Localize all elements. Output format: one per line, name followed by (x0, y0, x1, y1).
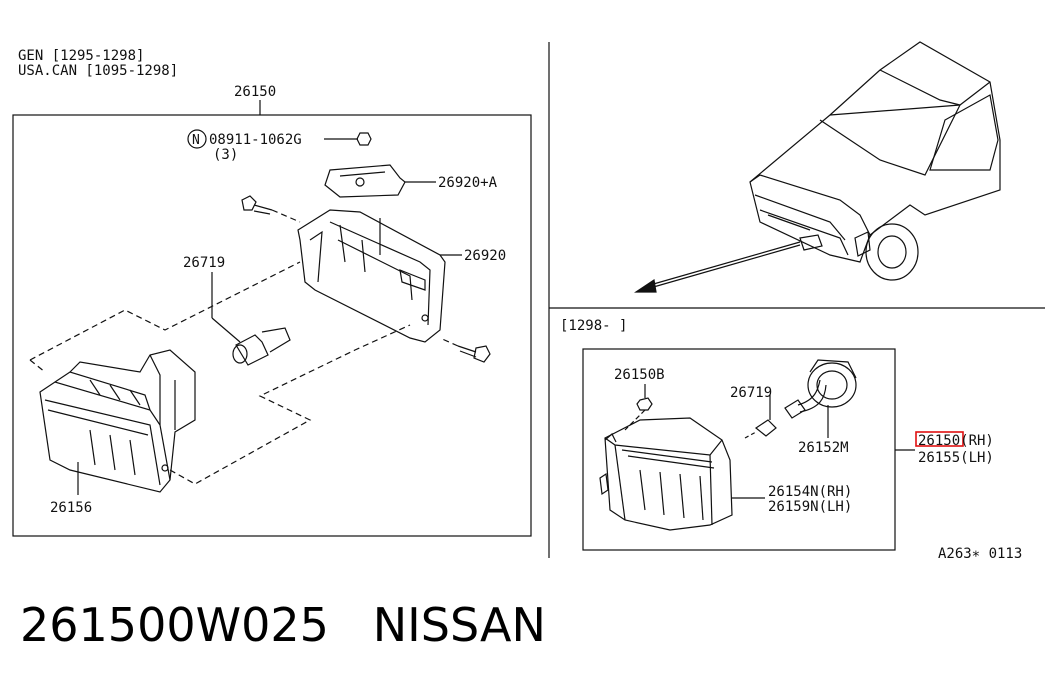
clip-icon (624, 384, 653, 431)
assembly-dash-lower (169, 324, 411, 485)
nut-symbol-circle (187, 129, 207, 149)
upper-bracket (324, 164, 436, 198)
lamp-left-label: 26156 (50, 500, 92, 516)
nut-symbol-label: N (192, 133, 200, 148)
bulb-right-label: 26719 (730, 385, 772, 401)
nut-part-label: 08911-1062G (209, 132, 302, 148)
bracket-part-label: 26920+A (438, 175, 498, 191)
assembly-dash-left (29, 359, 46, 373)
nut-icon (356, 132, 372, 146)
socket (784, 359, 857, 438)
left-assembly-box (12, 114, 532, 537)
date-range-label: [1298- ] (560, 318, 627, 334)
bracket-housing (297, 209, 462, 343)
assy-rh-label: 26150(RH) (918, 433, 994, 449)
lamp-lh-label: 26159N(LH) (768, 499, 852, 515)
part-number-footer: 261500W025 NISSAN (20, 598, 546, 652)
assembly-dash-upper (29, 261, 301, 361)
bolt-leader-dash (271, 209, 301, 223)
clip-part-label: 26150B (614, 367, 665, 383)
socket-part-label: 26152M (798, 440, 849, 456)
bulb-left-label: 26719 (183, 255, 225, 271)
corner-lamp (599, 417, 765, 531)
bulb-right (744, 395, 777, 439)
vehicle-illustration (749, 41, 1001, 281)
part-number: 261500W025 (20, 598, 329, 652)
gen-label: GEN [1295-1298] (18, 48, 144, 64)
bolt-lower-right (457, 345, 491, 363)
diagram-code-label: A263∗ 0113 (938, 546, 1022, 562)
bolt-upper-left (241, 195, 273, 215)
assembly-part-label: 26150 (234, 84, 276, 100)
lamp-rh-label: 26154N(RH) (768, 484, 852, 500)
nut-qty-label: (3) (213, 147, 238, 163)
bulb-left (211, 272, 291, 366)
brand-name: NISSAN (372, 598, 546, 652)
bolt-leader-dash-2 (439, 337, 459, 347)
housing-part-label: 26920 (464, 248, 506, 264)
usa-label: USA.CAN [1095-1298] (18, 63, 178, 79)
highlight-box (915, 431, 964, 447)
footer-spacer (329, 598, 373, 652)
fog-lamp-left (39, 349, 196, 495)
pointer-arrow (634, 241, 801, 293)
assy-lh-label: 26155(LH) (918, 450, 994, 466)
